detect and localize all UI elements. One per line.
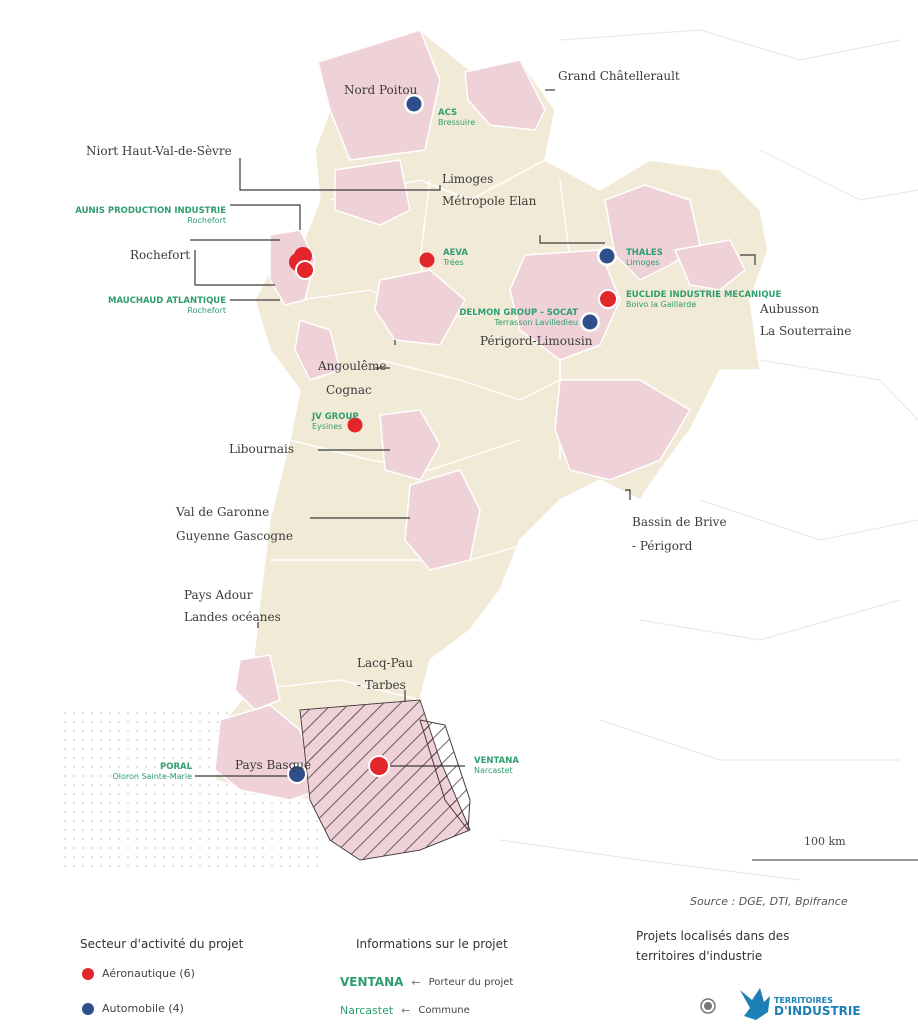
arrow-left-icon: ← [401,1004,411,1017]
territory-angouleme [374,269,466,346]
marker-euclide [598,289,618,309]
ti-legend-marker [700,998,716,1014]
marker-aunis [289,247,315,280]
legend-info-name-desc: Porteur du projet [428,976,514,988]
marker-aeva [419,252,435,268]
leader-lines [190,89,756,777]
territory-niort [334,159,411,226]
arrow-left-icon: ← [411,975,421,989]
label-niort: Niort Haut-Val-de-Sèvre [86,144,232,158]
label-grand-chatellerault: Grand Châtellerault [558,69,680,83]
marker-jv-group [347,417,363,433]
ti-logo-line1: TERRITOIRES [774,996,833,1005]
marker-acs [404,94,424,114]
label-perigord-limousin: Périgord-Limousin [480,334,593,348]
legend-sector-title: Secteur d'activité du projet [80,937,244,951]
ti-logo-line2: D'INDUSTRIE [774,1004,861,1018]
label-limoges: Limoges Métropole Elan [442,172,537,208]
legend-auto: Automobile (4) [82,1002,184,1015]
ti-logo-bird-icon [740,988,770,1020]
territory-libournais [379,409,441,481]
ti-logo: TERRITOIRES D'INDUSTRIE [774,996,861,1018]
label-pays-adour: Pays Adour Landes océanes [184,588,281,624]
legend-aero: Aéronautique (6) [82,967,195,980]
neighbour-regions [499,29,918,881]
auto-dot-icon [82,1002,94,1015]
legend-info-commune-value: Narcastet [340,1004,394,1017]
territory-cognac-left [294,319,341,381]
legend-info-name: VENTANA ← Porteur du projet [340,975,513,989]
marker-poral [287,764,307,784]
label-nord-poitou: Nord Poitou [344,83,418,97]
label-pays-basque: Pays Basque [235,758,312,772]
territory-val-garonne [404,469,481,571]
territory-brive [554,379,692,481]
marker-ventana [368,755,390,777]
territory-hatch-extra [419,719,471,832]
territory-grand-chatellerault [464,59,546,131]
territory-aubusson [673,239,746,291]
legend-info-commune-desc: Commune [418,1005,470,1016]
aero-dot-icon [82,967,94,980]
label-cognac: Cognac [326,383,372,397]
project-markers [287,94,618,784]
label-rochefort: Rochefort [130,248,191,262]
industry-territories [214,29,746,801]
label-lacq: Lacq-Pau - Tarbes [357,656,413,692]
marker-delmon [580,312,600,332]
legend-info-name-value: VENTANA [340,975,404,989]
legend-auto-label: Automobile (4) [102,1002,184,1015]
source-text: Source : DGE, DTI, Bpifrance [690,895,848,908]
legend-info-commune: Narcastet ← Commune [340,1004,470,1017]
legend-aero-label: Aéronautique (6) [102,967,195,980]
marker-thales [597,246,617,266]
legend-info-title: Informations sur le projet [356,937,508,951]
label-angouleme: Angoulême [318,359,387,373]
scale-label: 100 km [804,835,846,848]
label-val-garonne: Val de Garonne Guyenne Gascogne [176,505,293,543]
label-brive: Bassin de Brive - Périgord [632,515,727,553]
label-aubusson: Aubusson La Souterraine [760,302,852,338]
legend-ti-title: Projets localisés dans des territoires d… [636,929,790,963]
label-libournais: Libournais [229,442,295,456]
territory-nord-poitou [317,29,441,161]
